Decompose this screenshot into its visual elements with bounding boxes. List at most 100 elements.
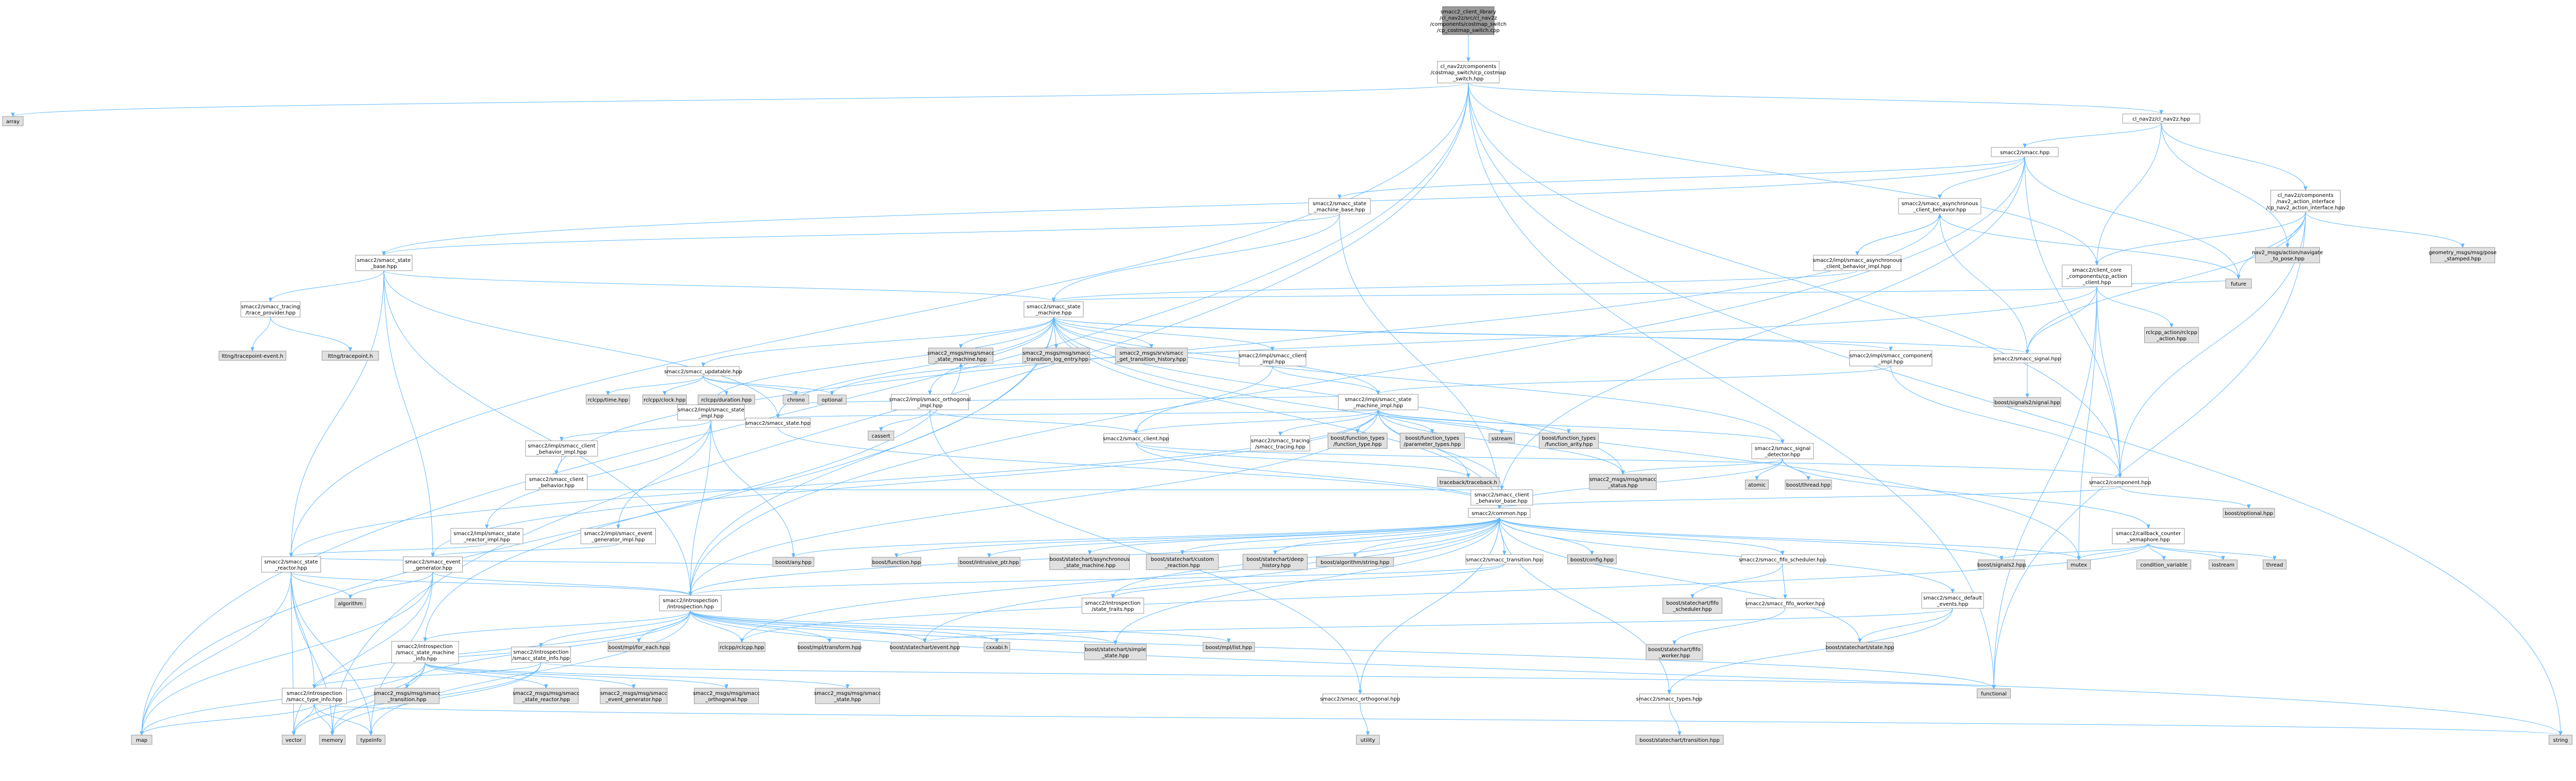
node-boost-function[interactable]: boost/function.hpp <box>872 557 921 567</box>
node-default-events[interactable]: smacc2/smacc_default_events.hpp <box>1921 592 1984 609</box>
node-impl-component-impl[interactable]: smacc2/impl/smacc_component_impl.hpp <box>1849 350 1933 367</box>
node-state-info[interactable]: smacc2/introspection/smacc_state_info.hp… <box>511 646 571 663</box>
node-lttng-event[interactable]: lttng/tracepoint-event.h <box>218 351 286 361</box>
node-boost-signals2[interactable]: boost/signals2.hpp <box>1977 559 2026 570</box>
node-introspection[interactable]: smacc2/introspection/introspection.hpp <box>659 595 722 611</box>
node-client-core-action[interactable]: smacc2/client_core_components/cp_action_… <box>2062 264 2132 287</box>
node-smacc-hpp[interactable]: smacc2/smacc.hpp <box>1991 147 2059 157</box>
node-impl-state-machine-impl[interactable]: smacc2/impl/smacc_state_machine_impl.hpp <box>1338 394 1418 410</box>
node-boost-function-types-params[interactable]: boost/function_types/parameter_types.hpp <box>1400 433 1465 449</box>
node-mutex[interactable]: mutex <box>2067 559 2091 570</box>
node-sstream[interactable]: sstream <box>1488 433 1515 443</box>
node-msg-state-machine[interactable]: smacc2_msgs/msg/smacc_state_machine.hpp <box>927 347 994 364</box>
node-cxxabi[interactable]: cxxabi.h <box>984 642 1010 652</box>
node-fifo-worker[interactable]: smacc2/smacc_fifo_worker.hpp <box>1745 598 1825 608</box>
node-state-traits[interactable]: smacc2/introspection/state_traits.hpp <box>1081 597 1144 614</box>
node-msg-status[interactable]: smacc2_msgs/msg/smacc_status.hpp <box>1589 474 1657 490</box>
node-chrono[interactable]: chrono <box>783 394 809 405</box>
node-nav2-msgs-navigate[interactable]: nav2_msgs/action/navigate_to_pose.hpp <box>2252 247 2323 263</box>
node-async-client-behavior-impl[interactable]: smacc2/impl/smacc_asynchronous_client_be… <box>1812 255 1902 271</box>
node-type-info[interactable]: smacc2/introspection/smacc_type_info.hpp <box>282 688 347 704</box>
node-tracing-hpp[interactable]: smacc2/smacc_tracing/smacc_tracing.hpp <box>1250 435 1310 452</box>
node-cl-nav2z-hpp[interactable]: cl_nav2z/cl_nav2z.hpp <box>2122 113 2200 124</box>
node-msg-transition[interactable]: smacc2_msgs/msg/smacc_transition.hpp <box>374 688 440 704</box>
node-cassert[interactable]: cassert <box>868 430 894 441</box>
node-impl-orthogonal-impl[interactable]: smacc2/impl/smacc_orthogonal_impl.hpp <box>889 394 971 410</box>
node-signal-hpp[interactable]: smacc2/smacc_signal.hpp <box>1993 353 2061 363</box>
node-async-client-behavior[interactable]: smacc2/smacc_asynchronous_client_behavio… <box>1898 198 1981 214</box>
node-state-machine-hpp[interactable]: smacc2/smacc_state_machine.hpp <box>1024 301 1083 318</box>
node-msg-event-generator[interactable]: smacc2_msgs/msg/smacc_event_generator.hp… <box>600 688 668 704</box>
node-cp-costmap-switch-hpp[interactable]: cl_nav2z/components/costmap_switch/cp_co… <box>1431 61 1506 84</box>
node-rclcpp-clock[interactable]: rclcpp/clock.hpp <box>642 394 687 405</box>
node-client-behavior-base[interactable]: smacc2/smacc_client_behavior_base.hpp <box>1470 489 1533 506</box>
node-sc-transition[interactable]: boost/statechart/transition.hpp <box>1635 735 1724 745</box>
node-state-reactor[interactable]: smacc2/smacc_state_reactor.hpp <box>261 556 321 573</box>
node-tracing-provider[interactable]: smacc2/smacc_tracing/trace_provider.hpp <box>241 301 300 318</box>
node-rclcpp[interactable]: rclcpp/rclcpp.hpp <box>718 642 766 652</box>
node-functional[interactable]: functional <box>1977 688 2011 699</box>
node-root[interactable]: smacc2_client_library/cl_nav2z/src/cl_na… <box>1430 6 1506 35</box>
node-types-hpp[interactable]: smacc2/smacc_types.hpp <box>1636 693 1703 704</box>
node-boost-config[interactable]: boost/config.hpp <box>1567 554 1617 564</box>
node-common-hpp[interactable]: smacc2/common.hpp <box>1468 508 1531 518</box>
node-future[interactable]: future <box>2225 278 2252 289</box>
node-cp-action-interface[interactable]: cl_nav2z/components/nav2_action_interfac… <box>2266 190 2345 212</box>
node-msg-state-reactor[interactable]: smacc2_msgs/msg/smacc_state_reactor.hpp <box>513 688 580 704</box>
node-orthogonal-hpp[interactable]: smacc2/smacc_orthogonal.hpp <box>1320 693 1400 704</box>
node-lttng-tp[interactable]: lttng/tracepoint.h <box>321 351 379 361</box>
node-boost-mpl-list[interactable]: boost/mpl/list.hpp <box>1202 642 1255 652</box>
node-boost-function-types-arity[interactable]: boost/function_types/function_arity.hpp <box>1539 433 1599 449</box>
node-rclcpp-action-client[interactable]: rclcpp_action/rclcpp_action.hpp <box>2144 327 2199 343</box>
node-impl-event-generator-impl[interactable]: smacc2/impl/smacc_event_generator_impl.h… <box>581 528 656 544</box>
node-boost-any[interactable]: boost/any.hpp <box>772 557 815 567</box>
node-boost-algorithm-string[interactable]: boost/algorithm/string.hpp <box>1316 557 1394 567</box>
node-sc-deep-history[interactable]: boost/statechart/deep_history.hpp <box>1243 554 1308 570</box>
node-traceback[interactable]: traceback/traceback.h <box>1437 477 1500 487</box>
node-client-behavior-hpp[interactable]: smacc2/smacc_client_behavior.hpp <box>525 474 588 490</box>
node-state-machine-base[interactable]: smacc2/smacc_state_machine_base.hpp <box>1308 198 1371 214</box>
node-client-hpp[interactable]: smacc2/smacc_client.hpp <box>1103 433 1170 443</box>
node-transition-hpp[interactable]: smacc2/smacc_transition.hpp <box>1465 554 1544 564</box>
node-algorithm[interactable]: algorithm <box>334 598 366 608</box>
node-sc-fifo-scheduler[interactable]: boost/statechart/fifo_scheduler.hpp <box>1663 597 1722 614</box>
node-sc-fifo-worker[interactable]: boost/statechart/fifo_worker.hpp <box>1646 644 1703 660</box>
node-msg-transition-log[interactable]: smacc2_msgs/msg/smacc_transition_log_ent… <box>1022 347 1090 364</box>
node-fifo-scheduler[interactable]: smacc2/smacc_fifo_scheduler.hpp <box>1739 554 1826 564</box>
node-sc-custom-reaction[interactable]: boost/statechart/custom_reaction.hpp <box>1146 554 1219 570</box>
node-geometry-msgs-pose[interactable]: geometry_msgs/msg/pose_stamped.hpp <box>2429 247 2497 263</box>
node-optional[interactable]: optional <box>818 394 846 405</box>
node-sc-event[interactable]: boost/statechart/event.hpp <box>890 642 960 652</box>
node-condition-variable[interactable]: condition_variable <box>2137 559 2191 570</box>
node-sm-info[interactable]: smacc2/introspection/smacc_state_machine… <box>391 641 459 663</box>
node-component-hpp[interactable]: smacc2/component.hpp <box>2089 477 2151 487</box>
node-typeinfo[interactable]: typeinfo <box>357 735 385 745</box>
node-srv-transition-history[interactable]: smacc2_msgs/srv/smacc_get_transition_his… <box>1115 347 1188 364</box>
node-boost-mpl-for-each[interactable]: boost/mpl/for_each.hpp <box>607 642 670 652</box>
node-boost-function-types-ft[interactable]: boost/function_types/function_type.hpp <box>1328 433 1387 449</box>
node-signal-detector[interactable]: smacc2/smacc_signal_detector.hpp <box>1751 443 1814 459</box>
node-rclcpp-duration[interactable]: rclcpp/duration.hpp <box>698 394 755 405</box>
node-boost-thread[interactable]: boost/thread.hpp <box>1785 479 1832 490</box>
node-sc-async-sm[interactable]: boost/statechart/asynchronous_state_mach… <box>1049 554 1130 570</box>
node-string[interactable]: string <box>2549 735 2572 745</box>
node-state-base[interactable]: smacc2/smacc_state_base.hpp <box>355 255 413 271</box>
node-array[interactable]: array <box>2 116 24 126</box>
node-impl-client-behavior-impl[interactable]: smacc2/impl/smacc_client_behavior_impl.h… <box>525 440 598 457</box>
node-thread[interactable]: thread <box>2263 559 2286 570</box>
node-rclcpp-time[interactable]: rclcpp/time.hpp <box>586 394 630 405</box>
node-boost-mpl-transform[interactable]: boost/mpl/transform.hpp <box>798 642 862 652</box>
node-map[interactable]: map <box>131 735 152 745</box>
node-iostream[interactable]: iostream <box>2209 559 2238 570</box>
node-state-hpp[interactable]: smacc2/smacc_state.hpp <box>745 418 810 428</box>
node-boost-signals2-signal[interactable]: boost/signals2/signal.hpp <box>1993 397 2061 407</box>
node-sc-simple-state[interactable]: boost/statechart/simple_state.hpp <box>1084 644 1147 660</box>
node-msg-orthogonal[interactable]: smacc2_msgs/msg/smacc_orthogonal.hpp <box>693 688 760 704</box>
node-callback-counter[interactable]: smacc2/callback_counter_semaphore.hpp <box>2112 528 2185 544</box>
node-updatable[interactable]: smacc2/smacc_updatable.hpp <box>664 366 742 376</box>
node-sc-state[interactable]: boost/statechart/state.hpp <box>1825 642 1894 652</box>
node-boost-intrusive-ptr[interactable]: boost/intrusive_ptr.hpp <box>958 557 1021 567</box>
node-event-generator[interactable]: smacc2/smacc_event_generator.hpp <box>403 556 463 573</box>
node-utility[interactable]: utility <box>1356 735 1380 745</box>
node-vector[interactable]: vector <box>282 735 306 745</box>
